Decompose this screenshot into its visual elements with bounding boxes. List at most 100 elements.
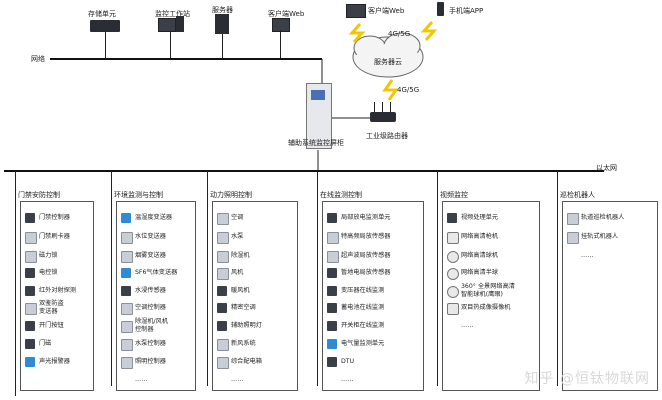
device-label: 空调控制器: [135, 304, 166, 311]
device-label: 新风系统: [231, 340, 256, 347]
device-label: 挂轨式机器人: [581, 233, 619, 240]
device-icon: [217, 303, 227, 313]
device-label: 暂地电局放传感器: [341, 269, 391, 276]
panel-title: 在线监测控制: [320, 191, 362, 199]
panel-title: 环境监测与控制: [114, 191, 163, 199]
device-label: 温湿度变送器: [135, 214, 173, 221]
ethernet-label: 以太网: [596, 164, 617, 172]
device-label: 网络高清枪机: [461, 233, 499, 240]
panel-drop-line: [207, 171, 208, 386]
device-label: 视频处理单元: [461, 214, 499, 221]
panel-title: 门禁安防控制: [18, 191, 60, 199]
device-label: 双目热成像摄像机: [461, 304, 511, 311]
device-icon: [327, 286, 337, 296]
storage-unit-label: 存储单元: [88, 10, 116, 18]
device-icon: [25, 339, 35, 349]
cabinet-panel-icon: [311, 90, 325, 100]
device-label: 变压器在线监测: [341, 287, 385, 294]
device-label: SF6气体变送器: [135, 269, 178, 276]
device-label: 开门按钮: [39, 322, 64, 329]
mobile-phone-icon: [437, 2, 444, 16]
router-antenna-icon: [374, 102, 375, 112]
device-icon: [217, 286, 227, 296]
device-label: ……: [231, 376, 244, 383]
device-label: 轨道巡检机器人: [581, 214, 625, 221]
device-label: 精密空调: [231, 304, 256, 311]
monitor-workstation-icon: [158, 18, 176, 32]
device-icon: [121, 232, 133, 244]
panel-drop-line: [317, 171, 318, 386]
device-icon: [327, 232, 339, 244]
device-icon: [25, 251, 37, 263]
device-icon: [217, 268, 229, 280]
device-label: 除湿机: [231, 252, 250, 259]
server-icon: [215, 14, 229, 34]
server-label: 服务器: [212, 6, 233, 14]
device-label: 水泵: [231, 233, 244, 240]
device-icon: [327, 357, 337, 367]
device-icon: [217, 339, 229, 351]
storage-link: [105, 32, 106, 58]
device-icon: [121, 286, 131, 296]
server-cloud-label: 服务器云: [374, 58, 402, 66]
laptop-icon: [346, 4, 366, 18]
device-label: 电气量监测单元: [341, 340, 385, 347]
device-icon: [25, 303, 37, 315]
device-icon: [217, 251, 229, 263]
panel-drop-line: [111, 171, 112, 386]
subsystem-panel: 轨道巡检机器人挂轨式机器人……: [562, 201, 658, 391]
network-bus: [50, 58, 322, 60]
device-label: ……: [341, 376, 354, 383]
device-label: 烟雾变送器: [135, 252, 166, 259]
device-icon: [447, 213, 457, 223]
client-web-icon: [272, 18, 290, 32]
panel-title: 动力照明控制: [210, 191, 252, 199]
device-label: 蓄电池在线监测: [341, 304, 385, 311]
device-icon: [25, 357, 35, 367]
device-label: 门磁: [39, 340, 52, 347]
router-icon: [370, 112, 396, 122]
device-label: 局部放电监测单元: [341, 214, 391, 221]
server-link: [222, 34, 223, 58]
device-icon: [327, 339, 337, 349]
aux-cabinet-label: 辅助系统监控屏柜: [288, 139, 344, 147]
device-label: ……: [135, 376, 148, 383]
device-icon: [447, 232, 459, 244]
device-label: ……: [461, 322, 474, 329]
device-icon: [217, 357, 229, 369]
mobile-app-label: 手机端APP: [449, 7, 484, 15]
device-label: 风机: [231, 269, 244, 276]
device-icon: [447, 303, 459, 315]
device-icon: [327, 321, 337, 331]
device-label: 暖风机: [231, 287, 250, 294]
device-label: DTU: [341, 358, 355, 365]
device-label: 门禁控制器: [39, 214, 70, 221]
device-icon: [121, 303, 133, 315]
device-icon: [25, 268, 35, 278]
device-label: 辅助照明灯: [231, 322, 262, 329]
device-icon: [327, 303, 337, 313]
device-label: 双鉴防盗 变送器: [39, 300, 64, 315]
device-icon: [121, 339, 133, 351]
device-icon: [447, 286, 459, 298]
device-label: 磁力锁: [39, 252, 58, 259]
device-icon: [567, 232, 579, 244]
device-label: 开关柜在线监测: [341, 322, 385, 329]
device-label: 声光报警器: [39, 358, 70, 365]
device-label: 电控锁: [39, 269, 58, 276]
link-4g5g-router: 4G/5G: [397, 86, 420, 94]
device-icon: [25, 286, 35, 296]
device-label: 门禁刷卡器: [39, 233, 70, 240]
client-web-link: [280, 30, 281, 58]
device-label: 360° 全景网络高清 智能球机(鹰眼): [461, 283, 515, 298]
device-label: 红外对射探测: [39, 287, 77, 294]
device-label: 除湿机/风机 控制器: [135, 318, 169, 333]
storage-unit-icon: [90, 20, 120, 32]
device-icon: [121, 213, 131, 223]
device-label: 综合配电箱: [231, 358, 262, 365]
monitor-workstation-label: 监控工作站: [155, 10, 190, 18]
panel-drop-line: [437, 171, 438, 386]
device-label: 超声波局放传感器: [341, 252, 391, 259]
